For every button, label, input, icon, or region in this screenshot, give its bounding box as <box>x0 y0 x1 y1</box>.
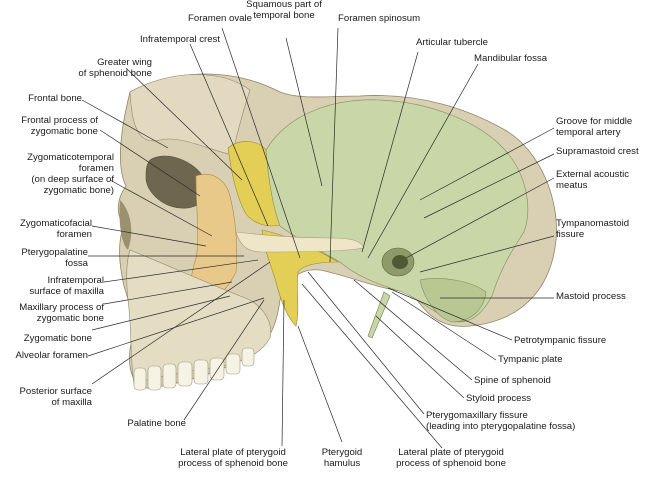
label-infratemporal-surface-maxilla: Infratemporal surface of maxilla <box>29 275 104 297</box>
label-pterygomaxillary-fissure: Pterygomaxillary fissure (leading into p… <box>426 410 576 432</box>
label-styloid-process: Styloid process <box>466 393 532 404</box>
label-petrotympanic-fissure: Petrotympanic fissure <box>514 335 607 346</box>
label-squamous-part: Squamous part of temporal bone <box>246 0 322 21</box>
label-supramastoid-crest: Supramastoid crest <box>556 146 639 157</box>
mastoid-shape <box>419 278 487 323</box>
leader-lines <box>81 27 555 449</box>
label-tympanomastoid-fissure: Tympanomastoid fissure <box>556 218 630 240</box>
label-maxillary-process: Maxillary process of zygomatic bone <box>19 302 104 324</box>
label-articular-tubercle: Articular tubercle <box>416 37 488 48</box>
label-alveolar-foramen: Alveolar foramen <box>15 350 88 361</box>
label-frontal-bone: Frontal bone <box>28 93 82 104</box>
label-infratemporal-crest: Infratemporal crest <box>140 34 220 45</box>
nasal-shadow <box>119 200 132 250</box>
label-mandibular-fossa: Mandibular fossa <box>474 53 548 64</box>
styloid-shape <box>367 291 391 339</box>
label-zygomaticotemporal-foramen: Zygomaticotemporal foramen (on deep surf… <box>27 152 114 196</box>
label-posterior-surface-maxilla: Posterior surface of maxilla <box>19 386 92 408</box>
label-pterygoid-hamulus: Pterygoid hamulus <box>321 447 363 469</box>
label-foramen-spinosum: Foramen spinosum <box>338 13 421 24</box>
label-tympanic-plate: Tympanic plate <box>498 354 563 365</box>
label-spine-of-sphenoid: Spine of sphenoid <box>474 375 551 386</box>
label-pterygopalatine-fossa: Pterygopalatine fossa <box>21 247 88 269</box>
label-greater-wing: Greater wing of sphenoid bone <box>78 57 152 79</box>
label-lateral-plate-1: Lateral plate of pterygoid process of sp… <box>178 447 288 469</box>
orbit-shape <box>145 155 208 209</box>
label-mastoid-process: Mastoid process <box>556 291 626 302</box>
label-foramen-ovale: Foramen ovale <box>188 13 252 24</box>
label-frontal-process: Frontal process of zygomatic bone <box>21 115 98 137</box>
pterygoid-shape <box>261 229 340 327</box>
label-lateral-plate-2: Lateral plate of pterygoid process of sp… <box>396 447 506 469</box>
label-zygomaticofacial-foramen: Zygomaticofacial foramen <box>20 218 92 240</box>
teeth <box>133 347 255 391</box>
label-zygomatic-bone: Zygomatic bone <box>23 333 92 344</box>
label-external-acoustic-meatus: External acoustic meatus <box>556 169 630 191</box>
label-groove-middle-temporal: Groove for middle temporal artery <box>556 116 633 138</box>
label-palatine-bone: Palatine bone <box>127 418 186 429</box>
meatus-opening <box>392 255 408 269</box>
zygomatic-arch-shape <box>235 231 365 253</box>
